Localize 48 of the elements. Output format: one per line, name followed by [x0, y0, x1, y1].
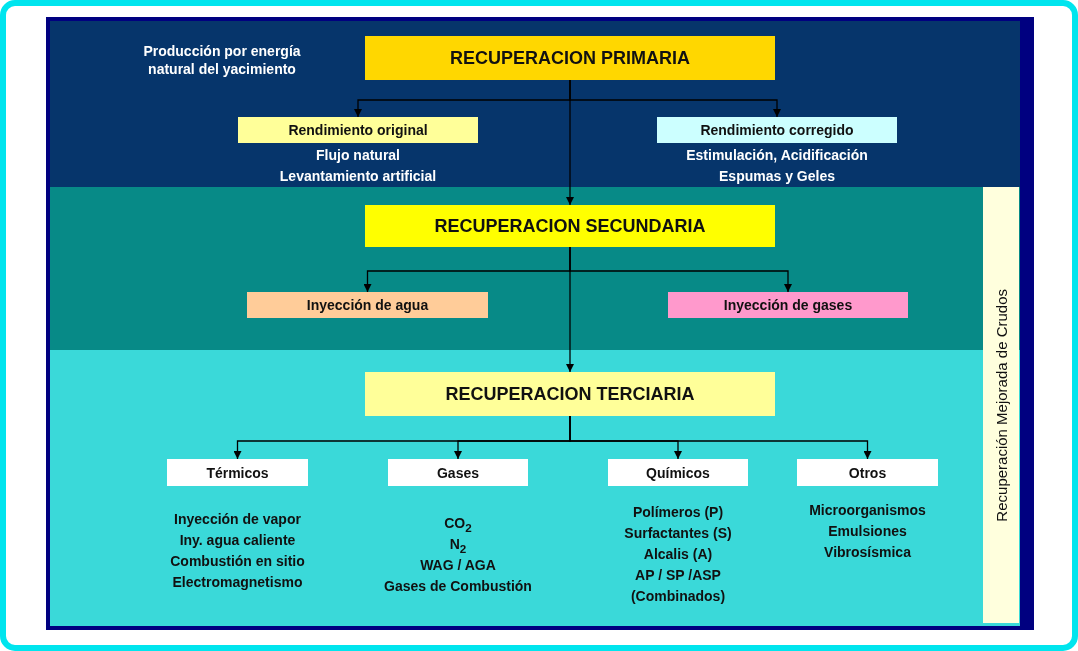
arrow [569, 415, 872, 460]
process-box [365, 205, 775, 247]
node-label: Rendimiento corregido [700, 122, 854, 138]
arrow [566, 79, 574, 206]
process-box [657, 117, 897, 143]
node-label: Térmicos [206, 464, 269, 481]
note-text: Producción por energía natural del yacimiento [142, 42, 302, 78]
node-note: N$_{2}$ [448, 535, 468, 557]
node-label: Otros [848, 464, 887, 481]
node-note: Polímeros (P) [631, 503, 725, 522]
node-note: Combustión en sitio [169, 552, 306, 571]
node-note: (Combinados) [629, 587, 727, 606]
node-label: Recuperación Mejorada de Crudos [992, 288, 1010, 522]
node-label: RECUPERACION PRIMARIA [450, 47, 690, 69]
category-box [167, 459, 308, 486]
node-label: Inyección de agua [306, 297, 429, 313]
node-note: AP / SP /ASP [634, 566, 722, 585]
node-label: Gases [436, 464, 479, 481]
node-note: Iny. agua caliente [178, 531, 297, 550]
node-note: Inyección de vapor [173, 510, 302, 529]
node-note: WAG / AGA [419, 556, 497, 575]
node-note: CO$_{2}$ [443, 514, 473, 536]
node-label: RECUPERACION TERCIARIA [445, 383, 695, 405]
arrow [566, 246, 574, 373]
node-note: Microorganismos [808, 501, 927, 520]
node-note: Espumas y Geles [718, 167, 836, 186]
category-box [388, 459, 528, 486]
process-box [238, 117, 478, 143]
category-box [797, 459, 938, 486]
node-note: Vibrosísmica [823, 543, 912, 562]
category-box [608, 459, 748, 486]
node-note: Gases de Combustión [383, 577, 533, 596]
node-note: Alcalis (A) [642, 545, 714, 564]
node-note: Estimulación, Acidificación [685, 146, 869, 165]
node-note: Surfactantes (S) [623, 524, 733, 543]
process-box [365, 36, 775, 80]
process-box [247, 292, 488, 318]
node-label: Químicos [646, 464, 710, 481]
process-box [668, 292, 908, 318]
node-label: Inyección de gases [723, 297, 853, 313]
node-label: RECUPERACION SECUNDARIA [434, 215, 706, 237]
node-label: Rendimiento original [288, 122, 428, 138]
node-note: Flujo natural [315, 146, 401, 165]
node-note: Emulsiones [827, 522, 908, 541]
node-note: Levantamiento artificial [278, 167, 438, 186]
node-note: Electromagnetismo [171, 573, 304, 592]
side-label-bar [983, 187, 1019, 623]
process-box [365, 372, 775, 416]
